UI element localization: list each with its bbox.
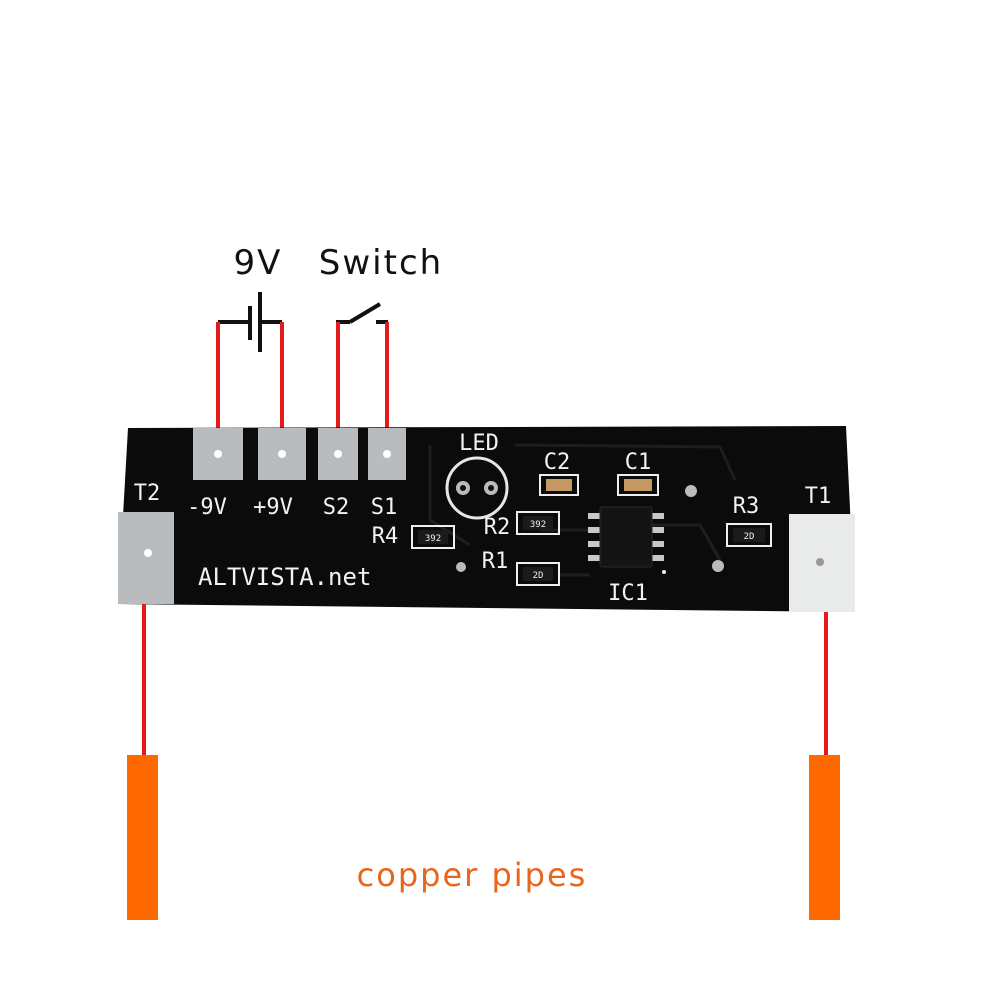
pad-label-t1: T1 xyxy=(805,484,832,509)
r2-code: 392 xyxy=(530,520,546,530)
r1-label: R1 xyxy=(482,549,509,574)
capacitor-c1 xyxy=(617,474,659,496)
r4-label: R4 xyxy=(372,524,399,549)
battery-symbol xyxy=(218,292,282,352)
copper-pipe-t2 xyxy=(127,755,158,920)
led-footprint xyxy=(445,456,509,520)
pad-t1 xyxy=(789,514,855,612)
copper-pipes-label: copper pipes xyxy=(357,856,588,894)
pad-t2 xyxy=(118,512,174,604)
ic1-chip xyxy=(588,506,666,574)
battery-label: 9V xyxy=(234,243,283,283)
pad-label-s2: S2 xyxy=(323,495,350,520)
pad-label-pos9v: +9V xyxy=(253,495,293,520)
pad-neg9v xyxy=(193,428,243,480)
resistor-r4: 392 xyxy=(411,525,455,549)
capacitor-c2 xyxy=(539,474,579,496)
c1-label: C1 xyxy=(625,450,652,475)
led-label: LED xyxy=(459,431,499,456)
r1-code: 2D xyxy=(533,571,544,581)
c2-label: C2 xyxy=(544,450,571,475)
switch-symbol xyxy=(336,302,388,324)
resistor-r3: 2D xyxy=(726,523,772,547)
top-wires xyxy=(216,322,389,428)
ic1-label: IC1 xyxy=(608,581,648,606)
resistor-r2: 392 xyxy=(516,511,560,535)
bottom-wires xyxy=(142,604,828,755)
pad-s1 xyxy=(368,428,406,480)
copper-pipe-t1 xyxy=(809,755,840,920)
pcb-vias xyxy=(456,485,724,572)
r4-code: 392 xyxy=(425,534,441,544)
pad-label-s1: S1 xyxy=(371,495,398,520)
r3-label: R3 xyxy=(733,494,760,519)
switch-label: Switch xyxy=(319,243,443,283)
r2-label: R2 xyxy=(484,515,511,540)
pad-label-neg9v: -9V xyxy=(187,495,227,520)
pad-label-t2: T2 xyxy=(134,481,161,506)
pad-s2 xyxy=(318,428,358,480)
brand-label: ALTVISTA.net xyxy=(198,563,371,591)
resistor-r1: 2D xyxy=(516,562,560,586)
r3-code: 2D xyxy=(744,532,755,542)
pad-pos9v xyxy=(258,428,306,480)
